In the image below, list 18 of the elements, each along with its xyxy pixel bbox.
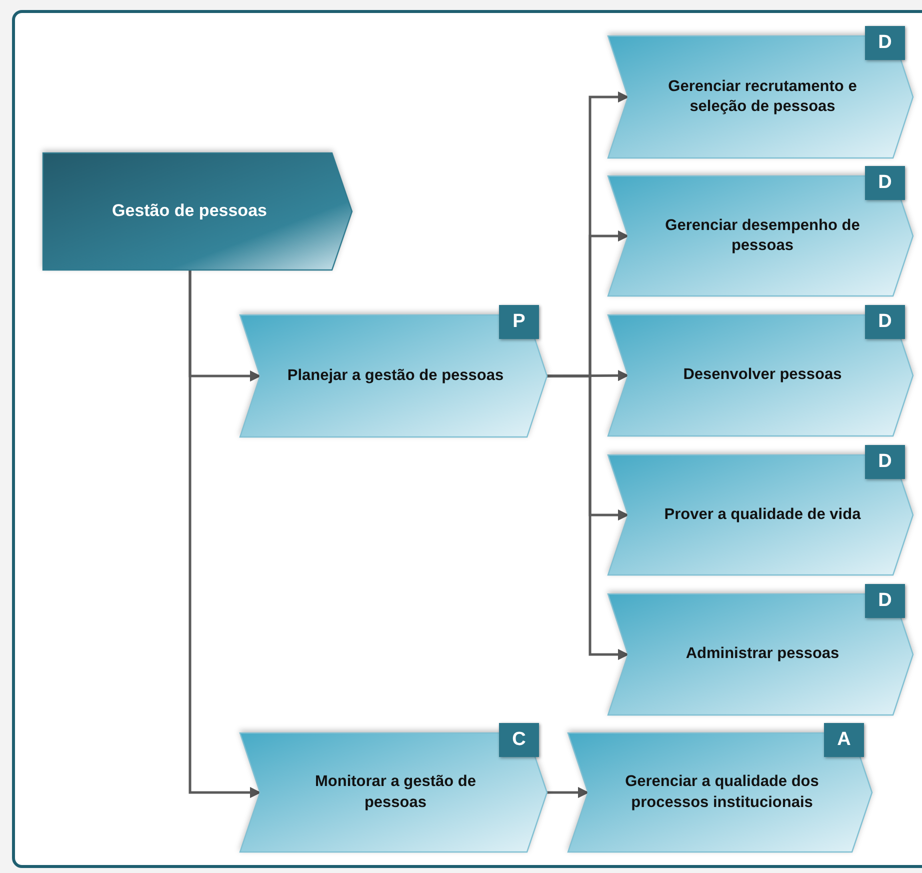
process-label: Prover a qualidade de vida xyxy=(663,504,862,525)
process-label: Desenvolver pessoas xyxy=(682,365,843,386)
process-label: Planejar a gestão de pessoas xyxy=(286,366,505,386)
phase-badge: A xyxy=(824,723,864,757)
chevron-box xyxy=(43,153,352,270)
phase-badge: D xyxy=(865,445,905,479)
phase-badge: P xyxy=(499,305,539,339)
phase-badge: D xyxy=(865,166,905,200)
phase-badge: C xyxy=(499,723,539,757)
phase-badge: D xyxy=(865,26,905,60)
phase-badge: D xyxy=(865,584,905,618)
phase-badge: D xyxy=(865,305,905,339)
process-label: Gerenciar a qualidade dos processos institucionais xyxy=(624,772,820,812)
process-label: Gerenciar desempenho de pessoas xyxy=(664,216,861,256)
process-label: Gestão de pessoas xyxy=(111,200,268,222)
process-label: Administrar pessoas xyxy=(684,644,840,664)
process-label: Monitorar a gestão de pessoas xyxy=(314,772,478,812)
process-label: Gerenciar recrutamento e seleção de pessoas xyxy=(667,76,858,117)
